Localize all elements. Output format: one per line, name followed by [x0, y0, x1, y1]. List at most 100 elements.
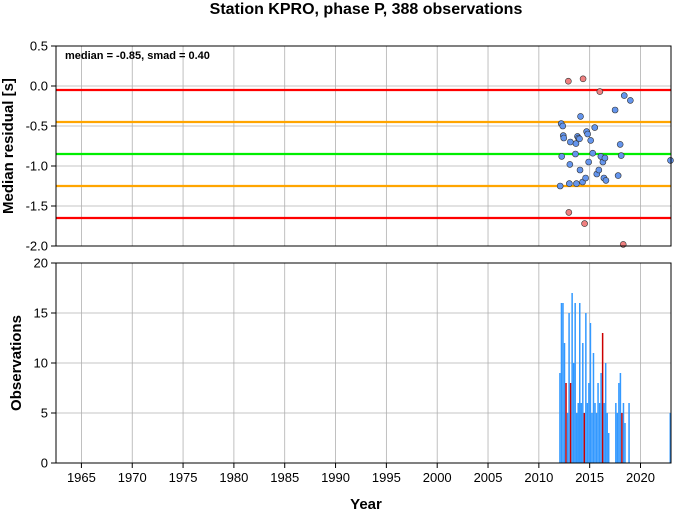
x-tick-label: 1975	[169, 470, 198, 485]
observation-bar	[598, 403, 601, 463]
observation-bar	[591, 413, 593, 463]
observation-bar	[615, 403, 617, 463]
year-x-axis-label: Year	[350, 496, 382, 511]
observations-bars	[559, 293, 671, 463]
observation-bar	[624, 423, 626, 463]
observation-bar	[566, 413, 569, 463]
residual-point	[559, 122, 567, 130]
residual-point	[617, 152, 625, 159]
outlier-bar	[601, 333, 604, 463]
residual-point	[558, 153, 566, 160]
residual-panel: 0.50.0-0.5-1.0-1.5-2.0 median = -0.85, s…	[0, 39, 674, 254]
outlier-bar	[583, 413, 586, 463]
y-tick-label: 5	[41, 406, 48, 421]
residual-point	[560, 134, 568, 142]
observation-bar	[607, 433, 610, 463]
residual-point	[620, 92, 628, 99]
observation-bar	[574, 303, 576, 463]
residual-points	[556, 75, 674, 248]
observation-bar	[579, 303, 581, 463]
y-tick-label: 0.0	[30, 79, 48, 94]
observation-bar	[580, 403, 583, 463]
observation-bar	[572, 363, 575, 463]
residual-point	[567, 138, 574, 146]
observation-bar	[600, 373, 602, 463]
observation-bar	[669, 413, 671, 463]
x-tick-label: 2010	[524, 470, 553, 485]
observation-bar	[606, 413, 608, 463]
observation-bar	[592, 353, 595, 463]
observation-bar	[585, 313, 587, 463]
x-tick-label: 2005	[474, 470, 503, 485]
residual-point	[591, 124, 599, 131]
observation-bar	[568, 313, 570, 463]
outlier-point	[565, 77, 572, 85]
observation-bar	[628, 403, 630, 463]
residual-point	[556, 182, 564, 190]
residual-point	[587, 137, 594, 144]
observation-bar	[582, 343, 584, 463]
observation-bar	[616, 413, 619, 463]
observation-bar	[597, 383, 599, 463]
observation-bar	[560, 303, 563, 463]
observation-bar	[586, 403, 589, 463]
observation-bar	[559, 373, 561, 463]
median-annotation: median = -0.85, smad = 0.40	[65, 50, 210, 62]
observation-bar	[604, 363, 607, 463]
residual-point	[572, 140, 580, 147]
residual-point	[566, 161, 574, 168]
observation-bar	[594, 403, 596, 463]
residual-point	[566, 180, 573, 187]
observation-bar	[619, 373, 622, 463]
observation-bar	[571, 293, 573, 463]
residual-point	[585, 158, 592, 166]
x-tick-label: 1990	[321, 470, 350, 485]
observation-bar	[622, 403, 625, 463]
residual-point	[572, 150, 579, 158]
y-tick-label: -1.5	[26, 199, 48, 214]
residual-point	[601, 154, 609, 162]
residual-y-ticks: 0.50.0-0.5-1.0-1.5-2.0	[26, 39, 56, 254]
observation-bar	[563, 343, 566, 463]
observation-bar	[577, 403, 579, 463]
reference-lines	[56, 88, 671, 220]
observations-y-axis-label: Observations	[8, 315, 25, 411]
residual-point	[573, 180, 580, 187]
residual-point	[667, 157, 674, 164]
observation-bar	[603, 403, 605, 463]
residual-frame	[55, 45, 672, 247]
residual-point	[616, 141, 624, 148]
x-tick-label: 2000	[423, 470, 452, 485]
residual-point	[576, 166, 584, 174]
outlier-point	[596, 88, 604, 95]
x-tick-label: 1965	[67, 470, 96, 485]
outlier-point	[565, 209, 573, 216]
observation-bar	[618, 383, 620, 463]
y-tick-label: 0	[41, 456, 48, 471]
observation-bar	[589, 323, 592, 463]
residual-point	[627, 97, 634, 104]
outlier-bar	[569, 383, 572, 463]
residual-point	[584, 130, 591, 138]
observation-bar	[588, 383, 590, 463]
x-tick-label: 2020	[626, 470, 655, 485]
residual-point	[614, 172, 622, 179]
residual-point	[582, 174, 589, 182]
residual-point	[577, 113, 584, 120]
y-tick-label: -0.5	[26, 119, 48, 134]
residual-point	[595, 166, 603, 174]
residual-point	[611, 106, 619, 114]
chart-title: Station KPRO, phase P, 388 observations	[210, 1, 523, 18]
observation-bar	[595, 413, 598, 463]
outlier-point	[579, 75, 587, 83]
x-tick-label: 1970	[118, 470, 147, 485]
residual-grid	[56, 45, 671, 247]
y-tick-label: 15	[34, 306, 48, 321]
residual-point	[576, 135, 583, 143]
y-tick-label: -2.0	[26, 239, 48, 254]
y-tick-label: -1.0	[26, 159, 48, 174]
residual-point	[589, 149, 597, 157]
